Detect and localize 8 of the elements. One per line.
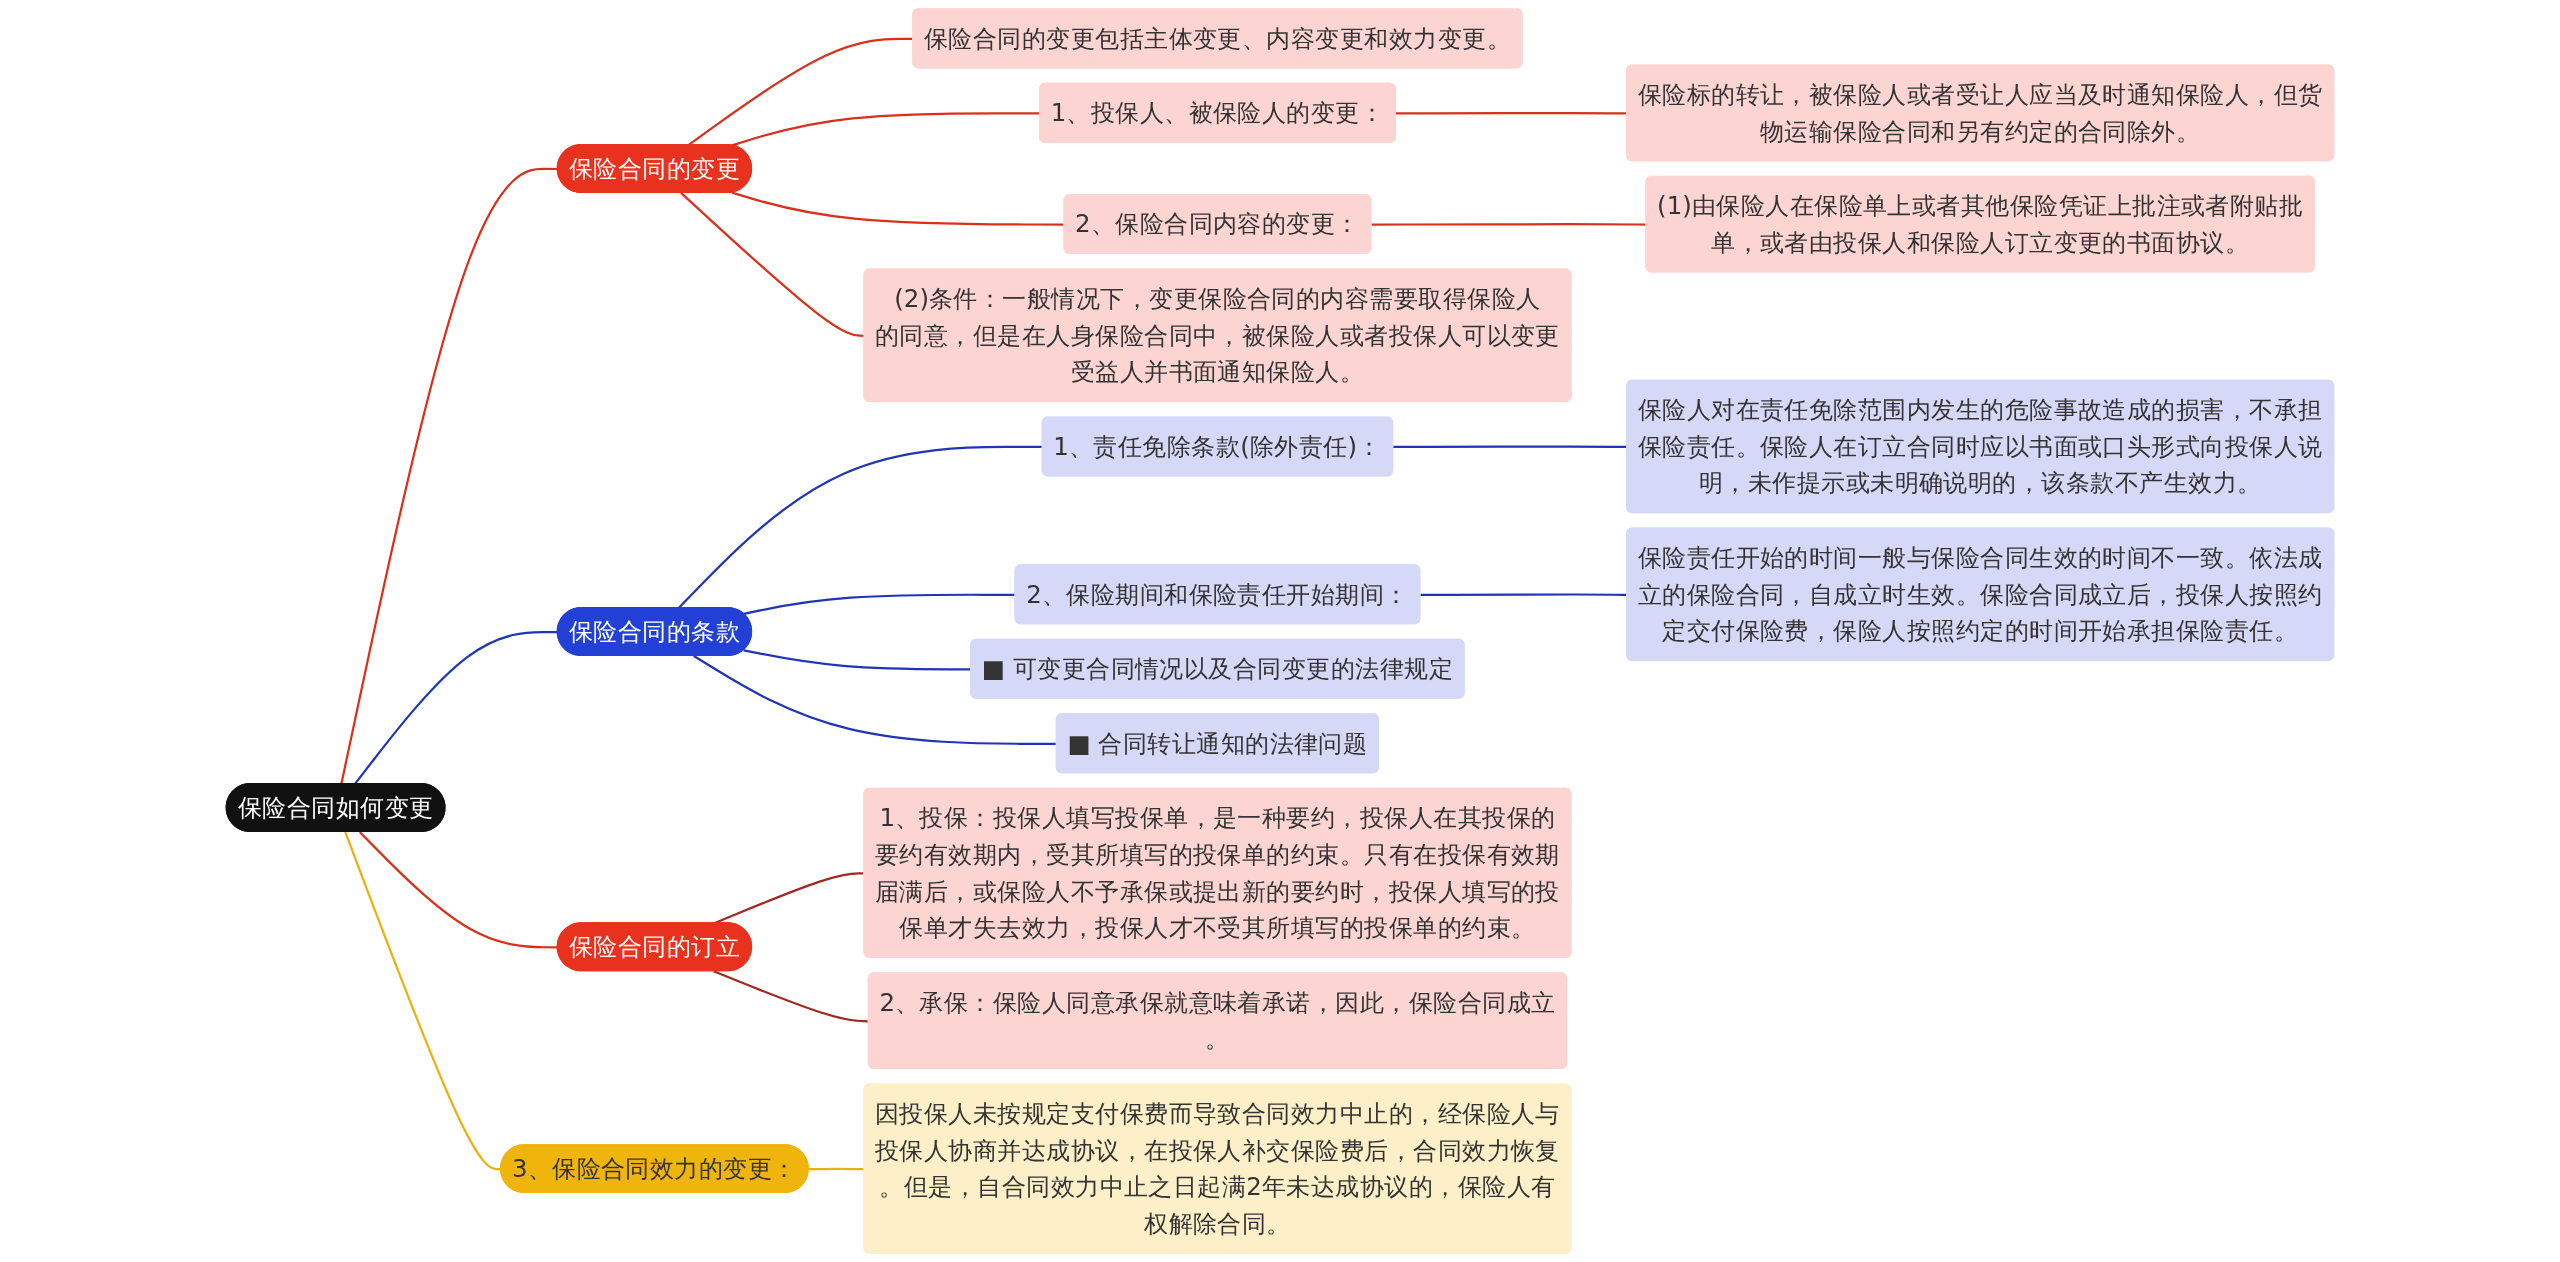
connector <box>358 831 558 949</box>
connector <box>340 167 558 785</box>
connector <box>677 445 1043 609</box>
connector <box>353 630 558 785</box>
connector <box>713 970 869 1023</box>
connector <box>344 831 502 1171</box>
connector <box>743 593 1016 615</box>
connector <box>693 655 1057 745</box>
